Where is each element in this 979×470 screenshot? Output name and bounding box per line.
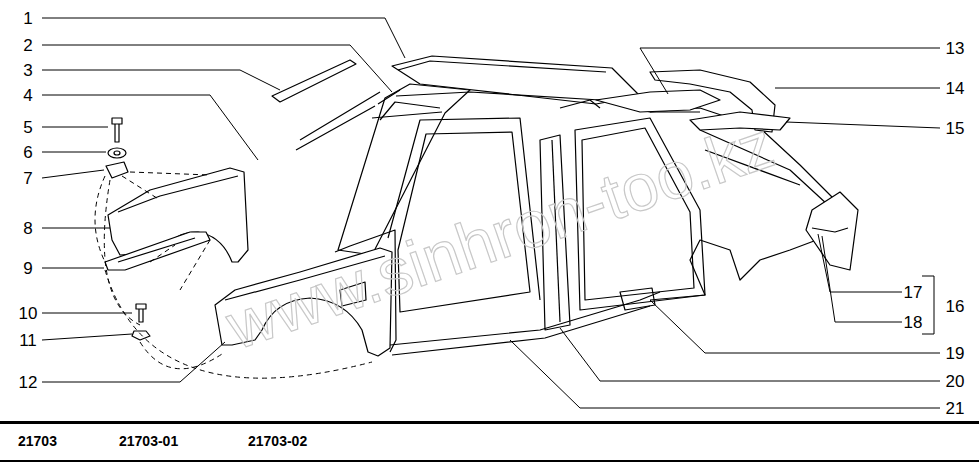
callout-number: 6 xyxy=(23,144,32,161)
callout-number: 5 xyxy=(23,119,32,136)
callout-number: 1 xyxy=(23,10,32,27)
callout-number: 18 xyxy=(904,314,923,331)
model-code: 21703-01 xyxy=(119,434,178,448)
callout-number: 8 xyxy=(23,220,32,237)
callout-number: 2 xyxy=(23,37,32,54)
callout-number: 12 xyxy=(19,374,38,391)
callout-number: 7 xyxy=(23,170,32,187)
model-code: 21703 xyxy=(18,434,57,448)
callout-number: 17 xyxy=(904,284,923,301)
callout-number: 21 xyxy=(946,400,965,417)
callout-number: 16 xyxy=(946,298,965,315)
callout-number: 15 xyxy=(946,120,965,137)
callout-number: 3 xyxy=(23,62,32,79)
callout-number: 13 xyxy=(946,40,965,57)
callout-number: 4 xyxy=(23,87,32,104)
callout-number: 10 xyxy=(19,305,38,322)
callout-number: 9 xyxy=(23,260,32,277)
callout-number: 20 xyxy=(946,373,965,390)
model-code: 21703-02 xyxy=(248,434,307,448)
callout-number: 19 xyxy=(946,345,965,362)
watermark: www.sinhron-too.kz xyxy=(219,111,782,360)
callout-number: 11 xyxy=(19,332,37,349)
callout-number: 14 xyxy=(946,80,965,97)
